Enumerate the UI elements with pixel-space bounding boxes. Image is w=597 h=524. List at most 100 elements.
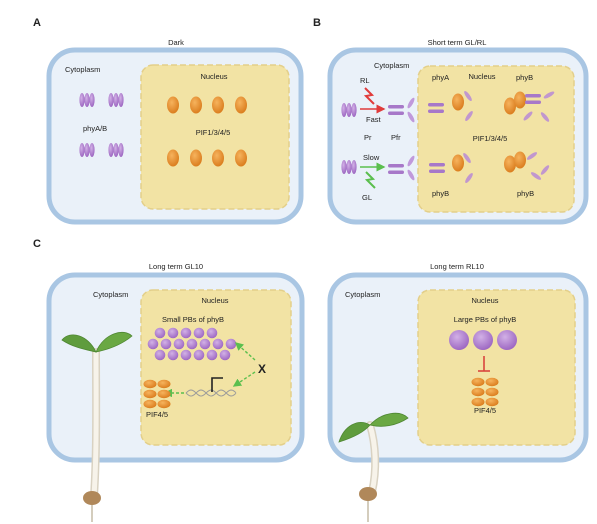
panel-c-left-nucleus-label: Nucleus [201,296,228,305]
panel-b-cytoplasm-label: Cytoplasm [374,61,409,70]
small-photobody [225,338,237,350]
small-photobody [212,338,224,350]
panel-c-right-title: Long term RL10 [430,262,484,271]
panel-c-left: Long term GL10 Cytoplasm Nucleus Small P… [46,262,305,522]
phy-subunit [84,93,90,107]
small-photobody [147,338,159,350]
pr-dimer-gl [341,160,357,174]
panel-b-phya-label: phyA [432,73,449,82]
phy-subunit [341,103,347,117]
pfr-subunit [429,169,445,173]
panel-b-slow-label: Slow [363,153,380,162]
panel-b-pfr-label: Pfr [391,133,401,142]
phy-fragment [530,172,542,180]
pif-protein [212,96,224,114]
pif-protein [452,93,464,111]
phy-fragment [540,112,550,122]
phy-fragment [407,111,415,123]
phy-subunit [351,103,357,117]
phyb-pfr [525,94,541,104]
pfr-subunit [429,163,445,167]
phy-subunit [79,143,85,157]
panel-c-left-cytoplasm-label: Cytoplasm [93,290,128,299]
phy-fragment [463,152,471,164]
phy-subunit [113,143,119,157]
pif-protein [485,397,499,407]
small-photobody [219,349,231,361]
phy-fragment [465,110,473,122]
pif-protein [471,387,485,397]
phy-subunit [79,93,85,107]
red-light-bolt-icon [363,87,375,105]
phy-subunit [346,160,352,174]
pfr-dimer-gl [388,164,404,174]
pif-protein [504,155,516,173]
large-photobody [473,330,493,350]
short-seedling-illustration [338,412,409,522]
panel-a-cytoplasm-label: Cytoplasm [65,65,100,74]
small-photobody [167,327,179,339]
phy-subunit [351,160,357,174]
large-photobody [497,330,517,350]
large-photobody [449,330,469,350]
small-photobody [180,327,192,339]
pif-protein [167,96,179,114]
pfr-subunit [388,105,404,109]
panel-c-left-title: Long term GL10 [149,262,203,271]
pif-protein [212,149,224,167]
pif-protein [235,96,247,114]
small-photobody [180,349,192,361]
pif-protein [514,151,526,169]
pfr-subunit [428,103,444,107]
dashed-arrow-to-pbs [234,342,256,361]
green-light-bolt-icon [364,171,376,189]
phy-fragment [407,97,415,109]
small-photobody [206,327,218,339]
small-photobody [193,349,205,361]
phy-fragment [465,172,473,184]
panel-c-right-pif-label: PIF4/5 [474,406,496,415]
panel-a-pif-proteins [167,96,247,167]
panel-a-nucleus [140,64,290,210]
phy-fragment [543,91,555,99]
phy-fragment [407,155,415,167]
panel-b-rl-label: RL [360,76,370,85]
panel-b-phyb-bottom-right-label: phyB [517,189,534,198]
pif-protein [157,379,171,389]
phy-subunit [84,143,90,157]
pfr-subunit [428,109,444,113]
panel-c-left-pif-proteins [143,379,171,409]
panel-c-letter: C [33,238,41,250]
phya-b-dimer [108,143,124,157]
panel-c-right-nucleus [417,289,576,446]
pfr-subunit [388,170,404,174]
phy-fragment [407,169,415,181]
panel-b-nucleus-label: Nucleus [468,72,495,81]
pif-protein [452,154,464,172]
panel-b-pr-label: Pr [364,133,372,142]
phya-b-dimer [79,93,95,107]
pfr-subunit [525,94,541,98]
dashed-arrow-to-promoter [232,371,256,387]
small-photobody [167,349,179,361]
panel-a: A Dark Cytoplasm Nucleus phyA/B PIF1/3/4… [33,17,304,225]
panel-c-left-pif-label: PIF4/5 [146,410,168,419]
panel-a-letter: A [33,17,41,29]
small-photobody [154,327,166,339]
phya-pfr [428,103,444,113]
elongated-seedling-illustration [61,332,133,522]
promoter-arrow [211,377,223,392]
panel-b-title: Short term GL/RL [428,38,487,47]
panel-a-title: Dark [168,38,184,47]
small-photobody [193,327,205,339]
pif-protein [143,379,157,389]
phy-subunit [341,160,347,174]
panel-b-letter: B [313,17,321,29]
small-photobodies [147,327,237,361]
pif-protein [485,377,499,387]
pif-protein [190,96,202,114]
panel-c-left-nucleus [140,289,292,446]
phya-b-dimer [108,93,124,107]
phy-fragment [526,152,538,160]
